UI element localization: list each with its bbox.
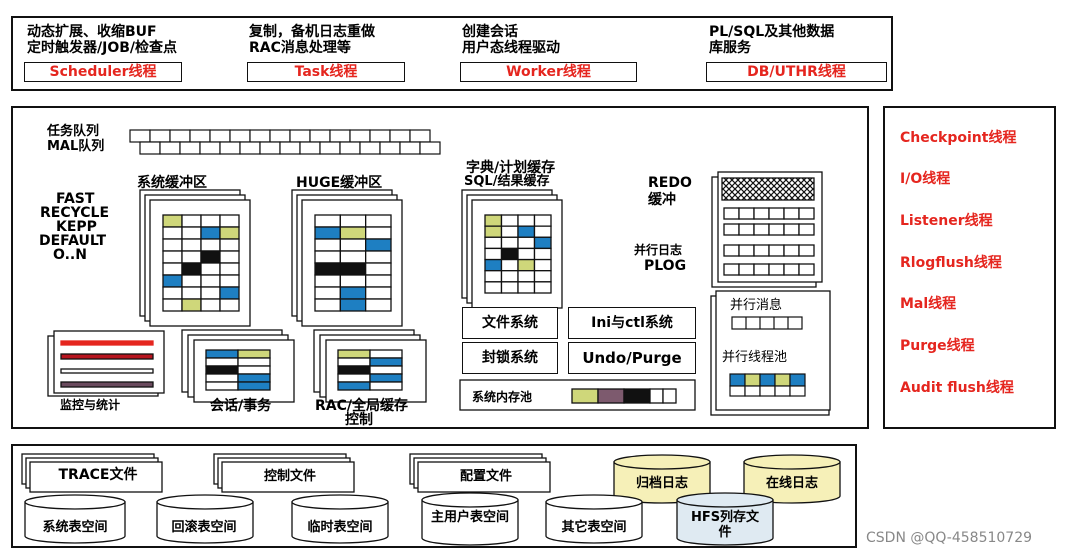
worker-thread-label: Worker线程: [460, 62, 637, 82]
db-desc-1: PL/SQL及其他数据: [709, 24, 835, 40]
sql-cache-label: SQL/结果缓存: [464, 174, 550, 189]
pool-kepp: KEPP: [56, 219, 97, 235]
mal-queue-label: MAL队列: [47, 139, 105, 154]
ini-ctl-label: Ini与ctl系统: [591, 315, 673, 331]
monitor-box: [47, 330, 165, 397]
mal-queue: [139, 141, 441, 155]
rac-label-2: 控制: [345, 412, 373, 428]
memory-panel: [11, 106, 869, 429]
checkpoint-thread: Checkpoint线程: [900, 130, 1017, 146]
listener-thread: Listener线程: [900, 213, 993, 229]
scheduler-desc-1: 动态扩展、收缩BUF: [27, 24, 157, 40]
session-label: 会话/事务: [210, 398, 272, 414]
parallel-pool-grid: [729, 373, 806, 397]
file-system-label: 文件系统: [482, 315, 538, 331]
parallel-msg-label: 并行消息: [730, 298, 783, 313]
plog-label-1: 并行日志: [634, 243, 683, 257]
lock-system-label: 封锁系统: [482, 350, 538, 366]
lock-system-box: 封锁系统: [462, 342, 558, 374]
pool-default: DEFAULT: [39, 233, 107, 249]
worker-desc-2: 用户态线程驱动: [462, 40, 560, 56]
redo-label-2: 缓冲: [648, 192, 676, 208]
top-panel: [11, 16, 893, 91]
rollback-tablespace-label: 回滚表空间: [171, 520, 237, 535]
scheduler-thread-label: Scheduler线程: [24, 62, 182, 82]
main-user-tablespace-label: 主用户表空间: [430, 510, 509, 525]
redo-label-1: REDO: [648, 175, 692, 191]
dict-cache-stack: [461, 189, 563, 309]
temp-tablespace-label: 临时表空间: [307, 520, 373, 535]
purge-thread: Purge线程: [900, 338, 975, 354]
mal-thread: Mal线程: [900, 296, 957, 312]
storage-panel: [11, 444, 857, 548]
pool-recycle: RECYCLE: [40, 205, 110, 221]
system-buffer-label: 系统缓冲区: [137, 175, 207, 191]
control-file-label: 控制文件: [263, 469, 316, 484]
monitor-label: 监控与统计: [60, 398, 121, 412]
pool-on: O..N: [53, 247, 87, 263]
rlogflush-thread: Rlogflush线程: [900, 255, 1002, 271]
parallel-pool-label: 并行线程池: [722, 350, 788, 365]
db-desc-2: 库服务: [709, 40, 751, 56]
worker-desc-1: 创建会话: [462, 24, 518, 40]
io-thread: I/O线程: [900, 171, 951, 187]
system-tablespace-label: 系统表空间: [42, 520, 108, 535]
db-thread-label: DB/UTHR线程: [706, 62, 887, 82]
scheduler-desc-2: 定时触发器/JOB/检查点: [27, 40, 178, 56]
hfs-file-label: HFS列存文件: [690, 510, 760, 540]
file-system-box: 文件系统: [462, 307, 558, 339]
task-desc-1: 复制，备机日志重做: [249, 24, 375, 40]
mem-pool-label: 系统内存池: [472, 390, 533, 404]
system-buffer-stack: [139, 189, 251, 327]
config-file-label: 配置文件: [459, 469, 512, 484]
ini-ctl-box: Ini与ctl系统: [568, 307, 696, 339]
dict-cache-label: 字典/计划缓存: [466, 160, 556, 176]
task-queue-label: 任务队列: [47, 124, 100, 139]
trace-file-label: TRACE文件: [58, 467, 138, 483]
session-stack: [181, 329, 295, 403]
huge-buffer-stack: [291, 189, 403, 327]
mem-pool-bar: [459, 379, 696, 411]
other-tablespace-label: 其它表空间: [561, 520, 627, 535]
plog-label-2: PLOG: [644, 258, 687, 274]
task-queue: [129, 129, 431, 143]
online-log-label: 在线日志: [765, 476, 818, 491]
huge-buffer-label: HUGE缓冲区: [296, 175, 383, 191]
rac-stack: [313, 329, 427, 403]
rac-label-1: RAC/全局缓存: [315, 398, 409, 414]
right-threads-panel: [883, 106, 1056, 429]
task-thread-label: Task线程: [247, 62, 405, 82]
parallel-msg-cells: [731, 316, 803, 330]
redo-buffer: [711, 171, 823, 288]
undo-purge-box: Undo/Purge: [568, 342, 696, 374]
watermark: CSDN @QQ-458510729: [866, 530, 1033, 546]
task-desc-2: RAC消息处理等: [249, 40, 351, 56]
pool-fast: FAST: [56, 191, 95, 207]
audit-flush-thread: Audit flush线程: [900, 380, 1014, 396]
archive-log-label: 归档日志: [635, 476, 688, 491]
undo-purge-label: Undo/Purge: [582, 349, 682, 367]
